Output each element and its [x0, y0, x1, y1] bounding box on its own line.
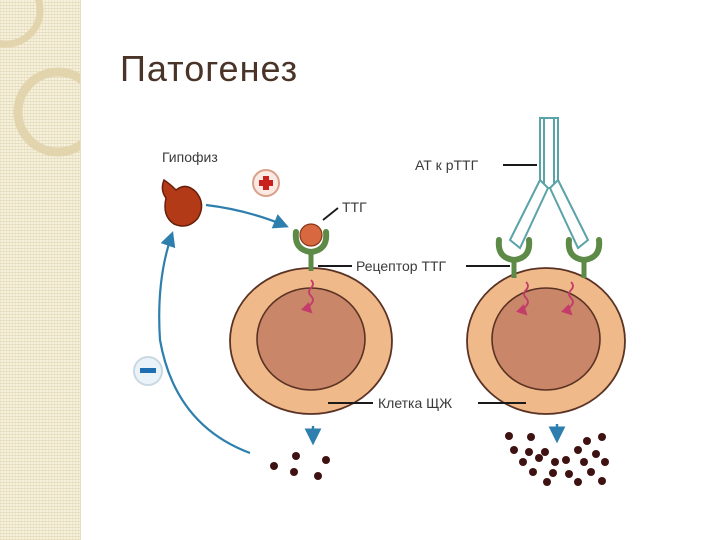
stimulation-sign [252, 169, 280, 197]
signal-arrow-right-2 [561, 281, 574, 316]
tsh-leader-line [322, 207, 339, 221]
tsh-receptor-antibody [508, 117, 590, 250]
thyroid-cell-right [466, 267, 626, 415]
pituitary-label: Гипофиз [162, 149, 218, 165]
antibody-label: АТ к рТТГ [415, 157, 479, 173]
decorative-side-band [0, 0, 81, 540]
hormone-dots-right [505, 432, 609, 486]
band-circle-decoration [0, 0, 80, 157]
hormone-dots-left [270, 452, 330, 480]
tsh-receptor-right-2 [565, 237, 603, 278]
signal-arrow-left [301, 279, 314, 314]
receptor-label: Рецептор ТТГ [356, 258, 447, 274]
tsh-label: ТТГ [342, 199, 367, 215]
tsh-molecule [299, 223, 323, 247]
cell-label: Клетка ЩЖ [378, 395, 452, 411]
thyroid-cell-left [229, 267, 393, 415]
signal-arrow-right-1 [516, 281, 529, 316]
stimulation-arrow [205, 203, 289, 229]
inhibition-sign [133, 356, 163, 386]
tsh-receptor-right-1 [495, 237, 533, 278]
tsh-receptor-left [292, 229, 330, 271]
pituitary-gland [161, 178, 203, 227]
slide-title: Патогенез [120, 48, 299, 89]
negative-feedback-arrow [158, 231, 251, 455]
